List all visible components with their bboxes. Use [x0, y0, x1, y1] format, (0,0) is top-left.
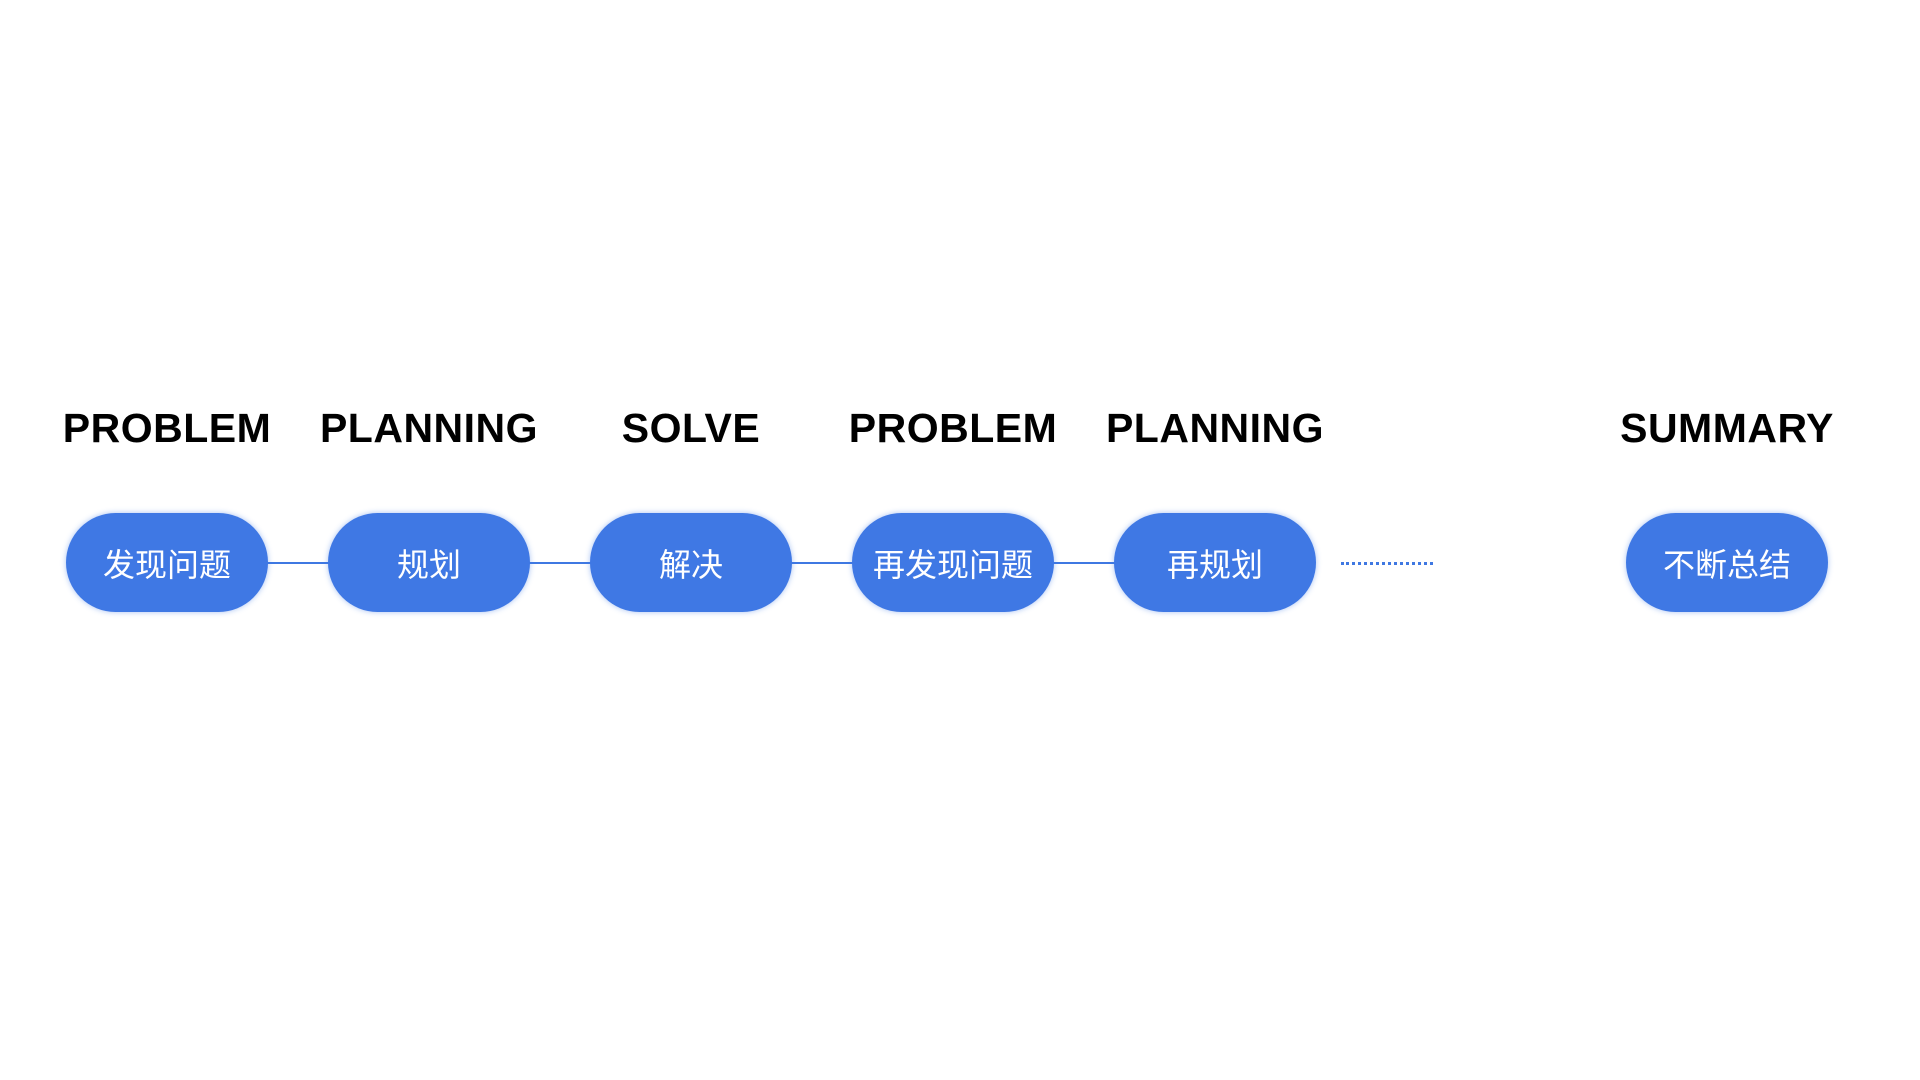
step-problem-again: PROBLEM 再发现问题	[823, 400, 1083, 612]
step-heading: SOLVE	[621, 405, 761, 451]
step-heading: PLANNING	[1105, 405, 1325, 451]
step-heading: PROBLEM	[848, 405, 1058, 451]
step-heading: SUMMARY	[1620, 405, 1834, 451]
step-planning: PLANNING 规划	[299, 400, 559, 612]
step-pill: 再发现问题	[852, 513, 1054, 612]
continuation-dots	[1341, 562, 1433, 565]
step-pill: 规划	[328, 513, 530, 612]
step-heading: PLANNING	[319, 405, 539, 451]
step-problem: PROBLEM 发现问题	[37, 400, 297, 612]
step-planning-again: PLANNING 再规划	[1085, 400, 1345, 612]
step-pill: 解决	[590, 513, 792, 612]
step-pill: 再规划	[1114, 513, 1316, 612]
step-pill: 不断总结	[1626, 513, 1828, 612]
step-summary: SUMMARY 不断总结	[1597, 400, 1857, 612]
step-pill: 发现问题	[66, 513, 268, 612]
step-solve: SOLVE 解决	[561, 400, 821, 612]
step-heading: PROBLEM	[62, 405, 272, 451]
